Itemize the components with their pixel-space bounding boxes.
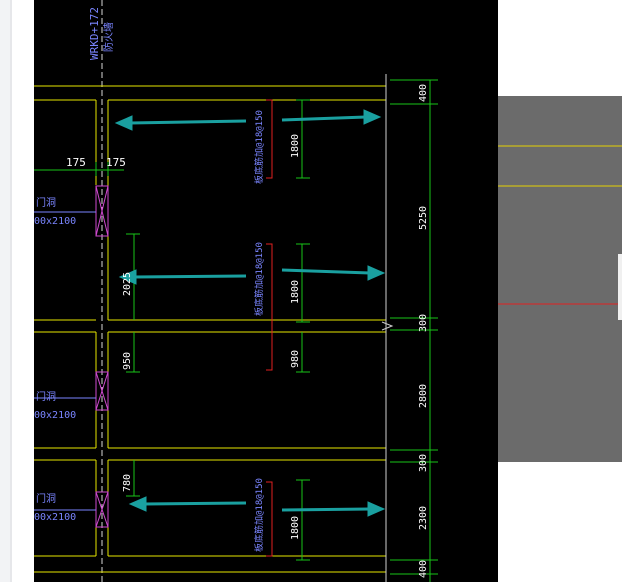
rebar-note-3: 板底筋加@18@150 xyxy=(253,478,265,552)
axis-label: WRKD+172 xyxy=(88,7,101,60)
left-dimension xyxy=(34,162,124,176)
right-dim-400-top: 400 xyxy=(418,84,429,102)
door3-size: 00x2100 xyxy=(34,512,76,523)
left-panel-gutter xyxy=(0,0,10,582)
rebar-arrows xyxy=(114,109,386,517)
door3-name: 门洞 xyxy=(36,492,56,505)
dim-950: 950 xyxy=(122,352,133,370)
door1-size: 00x2100 xyxy=(34,216,76,227)
dim-980: 980 xyxy=(290,350,301,368)
door2-name: 门洞 xyxy=(36,390,56,403)
axis-sub-label: 防火墙 xyxy=(102,22,115,52)
right-dim-300-b: 300 xyxy=(418,454,429,472)
cad-drawing-canvas[interactable]: WRKD+172 防火墙 175 175 门洞 00x2100 门洞 00x21… xyxy=(34,0,498,582)
panel-divider xyxy=(10,0,12,582)
dim-1800-c: 1800 xyxy=(290,516,301,540)
break-mark xyxy=(381,321,394,331)
right-dim-2800: 2800 xyxy=(418,384,429,408)
preview-edge-strip xyxy=(618,254,622,320)
rebar-note-1: 板底筋加@18@150 xyxy=(253,110,265,184)
right-dim-400-bottom: 400 xyxy=(418,560,429,578)
dim-780: 780 xyxy=(122,474,133,492)
door1-name: 门洞 xyxy=(36,196,56,209)
door-leader-lines xyxy=(34,211,96,511)
walls xyxy=(34,85,386,573)
right-dimension-chain xyxy=(390,79,438,582)
room-dimensions xyxy=(126,99,310,561)
preview-svg xyxy=(498,145,622,305)
dim-2025: 2025 xyxy=(122,272,133,296)
right-dim-2300: 2300 xyxy=(418,506,429,530)
preview-panel[interactable] xyxy=(498,96,622,462)
dim-1800-b: 1800 xyxy=(290,280,301,304)
door2-size: 00x2100 xyxy=(34,410,76,421)
right-dim-300-a: 300 xyxy=(418,314,429,332)
dim-left-b: 175 xyxy=(106,156,126,169)
cad-drawing-svg: WRKD+172 防火墙 175 175 门洞 00x2100 门洞 00x21… xyxy=(34,0,438,582)
rebar-note-2: 板底筋加@18@150 xyxy=(253,242,265,316)
dim-1800-a: 1800 xyxy=(290,134,301,158)
right-dim-5250: 5250 xyxy=(418,206,429,230)
rebar-lines xyxy=(266,99,273,557)
dim-left-a: 175 xyxy=(66,156,86,169)
